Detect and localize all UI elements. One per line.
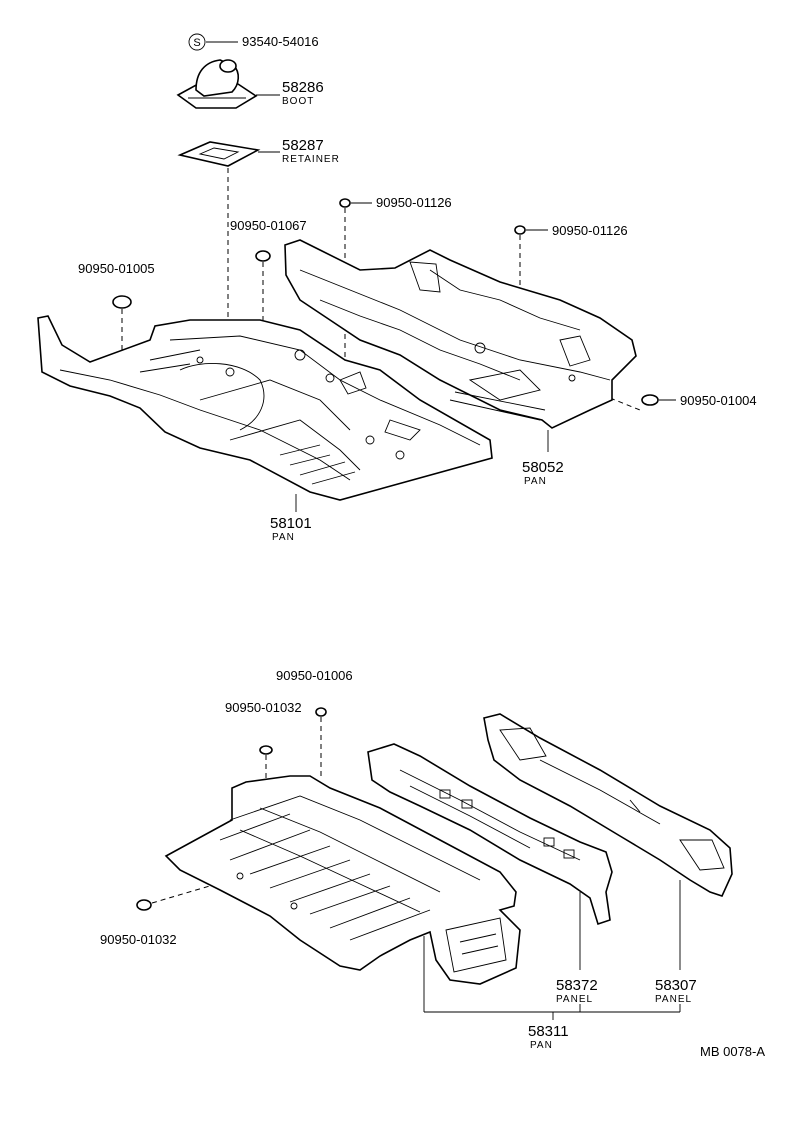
screw-symbol-letter: S bbox=[193, 37, 200, 49]
label-panel-58307: PANEL bbox=[655, 994, 692, 1005]
label-pan-58052: PAN bbox=[524, 476, 547, 487]
plug-01126-a bbox=[339, 198, 351, 208]
callout-58307: 58307 bbox=[655, 977, 697, 994]
plug-01004 bbox=[641, 394, 659, 406]
callout-90950-01032-a: 90950-01032 bbox=[225, 700, 302, 715]
floor-pan-58052 bbox=[284, 239, 637, 429]
bracket-58311 bbox=[423, 936, 681, 1020]
screw-symbol: S bbox=[188, 33, 238, 51]
callout-58101: 58101 bbox=[270, 515, 312, 532]
panel-58372 bbox=[367, 743, 613, 926]
plug-01126-b bbox=[514, 225, 526, 235]
panel-58307 bbox=[483, 713, 733, 897]
diagram-id: MB 0078-A bbox=[700, 1044, 765, 1059]
label-retainer: RETAINER bbox=[282, 154, 340, 165]
floor-pan-58101 bbox=[37, 315, 493, 501]
retainer-part bbox=[177, 141, 261, 167]
callout-90950-01004: 90950-01004 bbox=[680, 393, 757, 408]
callout-90950-01126-b: 90950-01126 bbox=[552, 223, 628, 238]
boot-part bbox=[176, 59, 258, 109]
callout-90950-01006: 90950-01006 bbox=[276, 668, 353, 683]
callout-58372: 58372 bbox=[556, 977, 598, 994]
callout-58052: 58052 bbox=[522, 459, 564, 476]
callout-90950-01032-b: 90950-01032 bbox=[100, 932, 177, 947]
callout-58311: 58311 bbox=[528, 1023, 569, 1040]
plug-01032-a bbox=[259, 745, 273, 755]
callout-90950-01126-a: 90950-01126 bbox=[376, 195, 452, 210]
callout-90950-01067: 90950-01067 bbox=[230, 218, 307, 233]
callout-58286: 58286 bbox=[282, 79, 324, 96]
callout-93540-54016: 93540-54016 bbox=[242, 34, 319, 49]
callout-90950-01005: 90950-01005 bbox=[78, 261, 155, 276]
plug-01032-b bbox=[136, 899, 152, 911]
label-pan-58311: PAN bbox=[530, 1040, 553, 1051]
label-boot: BOOT bbox=[282, 96, 314, 107]
plug-01005 bbox=[112, 295, 132, 309]
plug-01067 bbox=[255, 250, 271, 262]
label-panel-58372: PANEL bbox=[556, 994, 593, 1005]
plug-01006 bbox=[315, 707, 327, 717]
label-pan-58101: PAN bbox=[272, 532, 295, 543]
rear-pan-58311 bbox=[164, 775, 521, 985]
callout-58287: 58287 bbox=[282, 137, 324, 154]
